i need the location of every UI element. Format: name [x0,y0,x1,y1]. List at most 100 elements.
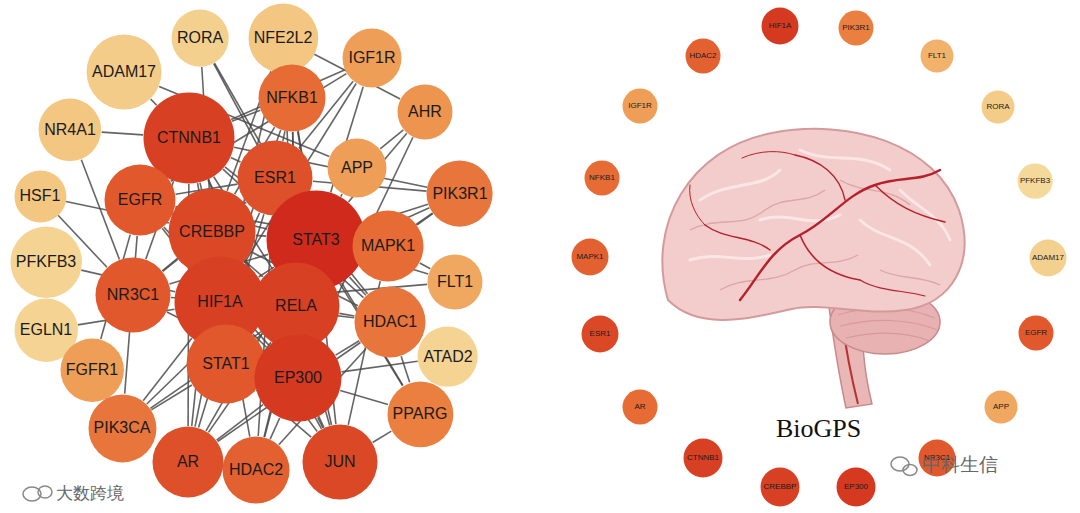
interaction-edge [373,431,392,442]
gene-node: STAT1 [186,324,266,404]
node-circle-shape [255,335,342,422]
node-circle-shape [86,34,161,109]
gene-node: AR [152,426,224,498]
node-circle-shape [982,91,1015,124]
gene-label: HDAC1 [363,313,417,331]
gene-label: RORA [177,29,223,47]
gene-label: AR [177,453,199,471]
gene-label: NFKB1 [589,174,615,183]
node-circle-shape [343,29,402,88]
gene-label: FLT1 [928,52,946,61]
gene-label: HSF1 [20,187,61,205]
node-circle-shape [14,170,66,222]
gene-label: CREBBP [179,223,245,241]
gene-label: ATAD2 [423,348,472,366]
interaction-edge [231,157,241,162]
gene-node: PFKFB3 [1017,163,1053,199]
gene-node: PIK3R1 [838,10,874,46]
gene-label: STAT1 [202,355,249,373]
node-circle-shape [105,165,176,236]
interaction-edge [143,338,192,400]
gene-label: ADAM17 [92,63,156,81]
gene-node: EP300 [254,334,342,422]
interaction-edge [151,385,192,410]
gene-label: RELA [275,297,317,315]
interaction-edge [102,132,143,135]
gene-node: HDAC1 [354,286,426,358]
node-circle-shape [39,99,102,162]
gene-label: AHR [408,103,442,121]
gene-label: EGFR [1025,329,1047,338]
gene-node: AHR [397,84,453,140]
gene-node: ESR1 [581,315,619,353]
interaction-edge [341,194,342,196]
gene-node: AR [622,389,658,425]
gene-node: NR4A1 [38,98,102,162]
node-circle-shape [398,85,453,140]
interaction-edge [270,418,280,439]
node-circle-shape [428,255,483,310]
gene-label: IGF1R [628,102,652,111]
gene-node: ATAD2 [417,326,478,387]
interaction-edge [151,99,157,105]
gene-label: APP [993,403,1009,412]
gene-node: RORA [171,9,229,67]
gene-label: ESR1 [590,330,611,339]
gene-label: EGFR [118,191,162,209]
gene-node: HIF1A [761,7,799,45]
gene-label: EP300 [274,369,322,387]
node-circle-shape [355,287,426,358]
node-circle-shape [623,89,658,124]
gene-node: FGFR1 [60,338,124,402]
gene-label: APP [341,159,373,177]
node-circle-shape [303,425,378,500]
gene-label: PIK3R1 [842,24,870,33]
gene-label: PFKFB3 [1020,177,1050,186]
node-circle-shape [353,211,424,282]
node-circle-shape [328,139,387,198]
gene-label: NFE2L2 [254,29,313,47]
interaction-edge [283,131,285,141]
node-circle-shape [585,161,620,196]
node-circle-shape [572,239,609,276]
gene-label: CTNNB1 [687,454,719,463]
interaction-edge [420,263,431,269]
node-circle-shape [686,39,721,74]
gene-label: FLT1 [437,273,473,291]
node-circle-shape [623,390,658,425]
node-circle-shape [88,394,156,462]
gene-label: JUN [324,453,355,471]
gene-node: EGFR [104,164,176,236]
gene-node: HDAC2 [222,436,290,504]
node-circle-shape [1029,239,1066,276]
gene-node: PIK3CA [88,394,157,463]
gene-node: EGFR [1018,315,1054,351]
gene-node: IGF1R [622,88,658,124]
gene-label: PIK3R1 [432,185,487,203]
gene-node: PIK3R1 [426,160,493,227]
interaction-edge [380,130,403,149]
node-circle-shape [921,40,954,73]
gene-node: NR3C1 [95,257,171,333]
node-circle-shape [387,381,453,447]
interaction-edge [336,341,360,355]
interaction-edge [401,356,409,382]
node-circle-shape [761,468,800,507]
gene-node: APP [327,138,387,198]
node-circle-shape [153,427,224,498]
gene-node: CREBBP [760,467,800,507]
node-circle-shape [223,437,290,504]
gene-node: EP300 [836,467,876,507]
node-circle-shape [259,65,326,132]
gene-label: MAPK1 [361,237,415,255]
gene-node: ADAM17 [86,34,162,110]
gene-node: RORA [981,90,1015,124]
gene-node: FLT1 [427,254,483,310]
node-circle-shape [582,316,619,353]
interaction-edge [232,110,260,121]
gene-label: MAPK1 [576,253,603,262]
gene-node: HSF1 [14,170,67,223]
gene-label: EP300 [844,483,868,492]
